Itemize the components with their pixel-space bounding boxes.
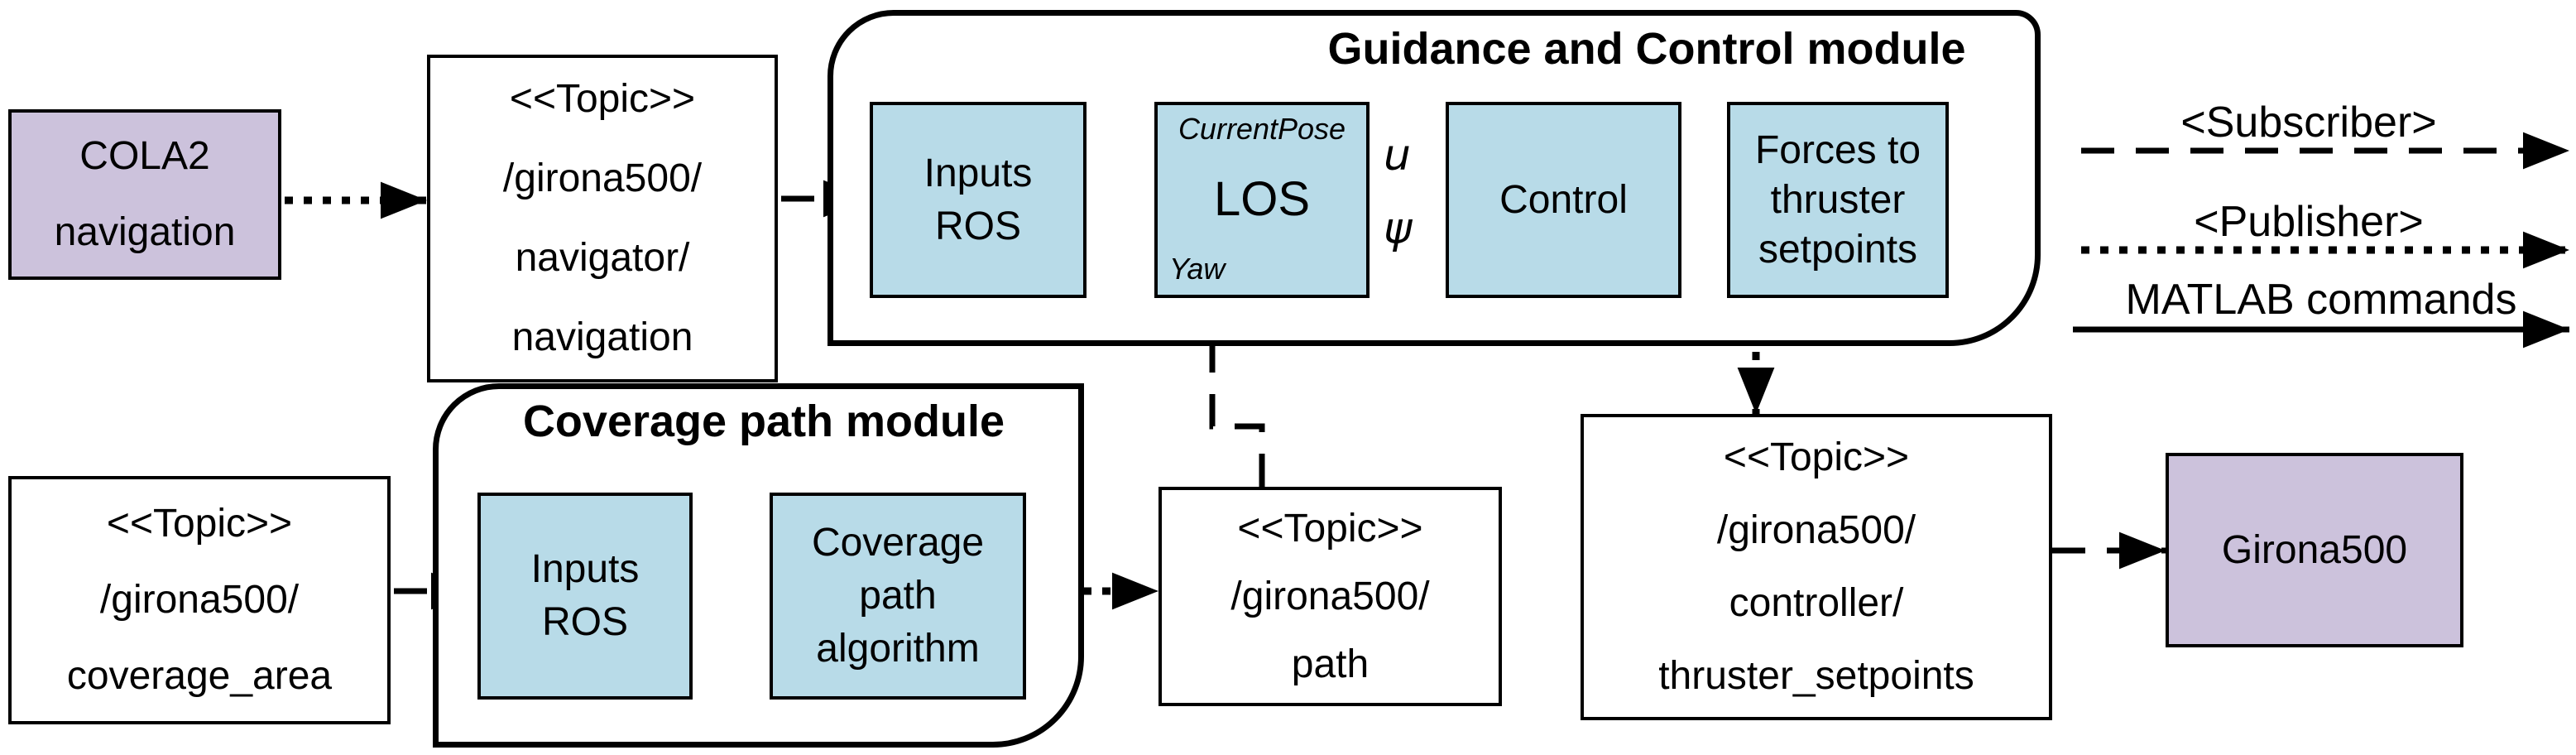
topic-navigation-line: <<Topic>>: [509, 77, 696, 121]
topic-thruster-line: thruster_setpoints: [1658, 654, 1974, 698]
legend-subscriber-label: <Subscriber>: [2180, 99, 2437, 147]
node-coverage-inputs-ros: Inputs ROS: [477, 493, 693, 700]
topic-thruster-line: /girona500/: [1716, 508, 1916, 552]
control-label: Control: [1499, 178, 1628, 222]
forces-line: thruster: [1770, 177, 1906, 222]
signal-label-psi: ψ: [1384, 204, 1413, 253]
node-topic-thruster-setpoints: <<Topic>> /girona500/ controller/ thrust…: [1581, 414, 2052, 720]
node-cola2-navigation: COLA2 navigation: [8, 109, 281, 280]
node-topic-coverage-area: <<Topic>> /girona500/ coverage_area: [8, 476, 391, 724]
los-label: LOS: [1213, 172, 1311, 226]
girona500-label: Girona500: [2221, 528, 2408, 572]
topic-coverage-area-line: <<Topic>>: [106, 502, 293, 546]
coverage-algorithm-line: Coverage: [811, 521, 985, 565]
arrow-topic-path-to-los: [1193, 298, 1265, 487]
legend-matlab-label: MATLAB commands: [2125, 276, 2517, 324]
node-forces-to-thruster-setpoints: Forces to thruster setpoints: [1727, 102, 1949, 298]
guidance-inputs-ros-line: Inputs: [923, 151, 1033, 195]
topic-coverage-area-line: /girona500/: [99, 578, 300, 622]
topic-navigation-line: navigator/: [515, 236, 690, 280]
coverage-algorithm-line: path: [859, 574, 937, 618]
forces-line: setpoints: [1758, 227, 1918, 272]
topic-thruster-line: controller/: [1729, 581, 1904, 625]
signal-label-u: u: [1384, 131, 1411, 180]
forces-line: Forces to: [1754, 127, 1921, 172]
node-guidance-inputs-ros: Inputs ROS: [870, 102, 1087, 298]
legend-publisher-label: <Publisher>: [2194, 198, 2424, 246]
los-port-currentpose: CurrentPose: [1178, 112, 1346, 146]
topic-coverage-area-line: coverage_area: [66, 654, 333, 698]
node-girona500: Girona500: [2166, 453, 2463, 647]
node-los: CurrentPose LOS Yaw: [1154, 102, 1370, 298]
topic-path-line: /girona500/: [1230, 574, 1430, 618]
node-cola2-line: navigation: [54, 210, 236, 254]
coverage-path-module-title: Coverage path module: [522, 397, 1005, 446]
node-control: Control: [1446, 102, 1681, 298]
guidance-inputs-ros-line: ROS: [934, 204, 1021, 248]
arrow-forces-to-topic-thruster: [1737, 298, 1840, 414]
topic-navigation-line: /girona500/: [502, 156, 703, 200]
los-port-yaw: Yaw: [1169, 252, 1226, 286]
node-coverage-path-algorithm: Coverage path algorithm: [770, 493, 1026, 700]
coverage-inputs-ros-line: ROS: [541, 600, 628, 644]
guidance-control-module-title: Guidance and Control module: [1327, 24, 1966, 74]
topic-path-line: <<Topic>>: [1237, 506, 1423, 551]
coverage-inputs-ros-line: Inputs: [530, 547, 640, 591]
node-topic-navigation: <<Topic>> /girona500/ navigator/ navigat…: [427, 55, 778, 382]
coverage-algorithm-line: algorithm: [816, 627, 980, 671]
topic-thruster-line: <<Topic>>: [1723, 435, 1910, 479]
node-cola2-line: COLA2: [79, 134, 210, 178]
node-topic-path: <<Topic>> /girona500/ path: [1158, 487, 1502, 706]
topic-path-line: path: [1291, 642, 1370, 686]
topic-navigation-line: navigation: [511, 315, 693, 359]
